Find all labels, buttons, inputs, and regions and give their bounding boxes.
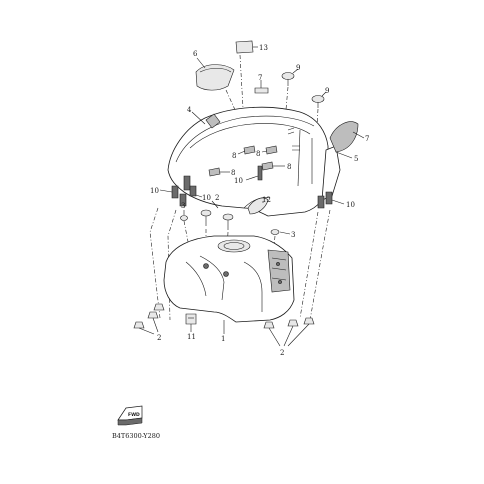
- callout-10-a: 10: [150, 187, 159, 195]
- bolt-2-lower-left-a: [133, 321, 155, 335]
- part-4-upper-cowl: [167, 106, 329, 217]
- callout-2-lower-right: 2: [280, 349, 284, 357]
- bolt-2-lower-right-b: [283, 319, 299, 347]
- callout-10-c: 10: [234, 177, 243, 185]
- part-11-clip: [185, 313, 197, 332]
- callout-3-left: 3: [181, 202, 185, 210]
- callout-9-a: 9: [296, 64, 300, 72]
- clip-10-a: [159, 175, 191, 199]
- fwd-arrow-icon: FWD: [117, 405, 143, 426]
- callout-3-right: 3: [291, 231, 295, 239]
- callout-6: 6: [193, 50, 198, 58]
- bolt-2-lower-right-c: [287, 317, 315, 347]
- callout-7-top: 7: [258, 74, 262, 82]
- callout-4: 4: [187, 106, 192, 114]
- bolt-2-upper-b: [222, 213, 234, 230]
- bolt-2-upper-a: [200, 209, 212, 226]
- grommet-8-d: [261, 161, 285, 171]
- clip-10-d: [317, 191, 345, 209]
- part-1-lower-cover: [163, 235, 295, 334]
- part-7-tab-top: [254, 80, 269, 94]
- grommet-8-a: [237, 145, 256, 155]
- clip-10-b: [179, 185, 203, 207]
- callout-8-a: 8: [232, 152, 236, 160]
- callout-10-d: 10: [346, 201, 355, 209]
- bolt-2-lower-right-a: [263, 321, 281, 347]
- callout-11: 11: [187, 333, 196, 341]
- reference-code: B4T6300-Y280: [112, 432, 160, 440]
- callout-9-b: 9: [325, 87, 329, 95]
- grommet-8-b: [261, 145, 278, 155]
- grommet-8-c: [208, 167, 230, 177]
- part-12-insert: [247, 197, 269, 215]
- callout-12: 12: [262, 196, 271, 204]
- washer-3-left: [180, 210, 188, 221]
- screw-9-b: [311, 91, 327, 108]
- clip-10-c: [245, 165, 263, 181]
- bolt-2-lower-left-b: [147, 311, 159, 333]
- washer-3-right: [270, 229, 291, 235]
- callout-10-b: 10: [202, 194, 211, 202]
- callout-8-b: 8: [256, 150, 260, 158]
- callout-2-lower-left: 2: [157, 334, 161, 342]
- callout-8-d: 8: [287, 163, 291, 171]
- fwd-label: FWD: [128, 412, 140, 418]
- part-7-insert-right: [329, 121, 365, 153]
- callout-1: 1: [221, 335, 225, 343]
- part-13-pad: [235, 40, 258, 54]
- screw-9-a: [281, 68, 299, 86]
- part-6-visor: [195, 57, 235, 91]
- callout-7-right: 7: [365, 135, 369, 143]
- callout-8-c: 8: [231, 169, 235, 177]
- bolt-2-lower-left-c: [153, 303, 165, 311]
- callout-2-upper: 2: [215, 194, 219, 202]
- callout-5: 5: [354, 155, 358, 163]
- callout-13: 13: [259, 44, 268, 52]
